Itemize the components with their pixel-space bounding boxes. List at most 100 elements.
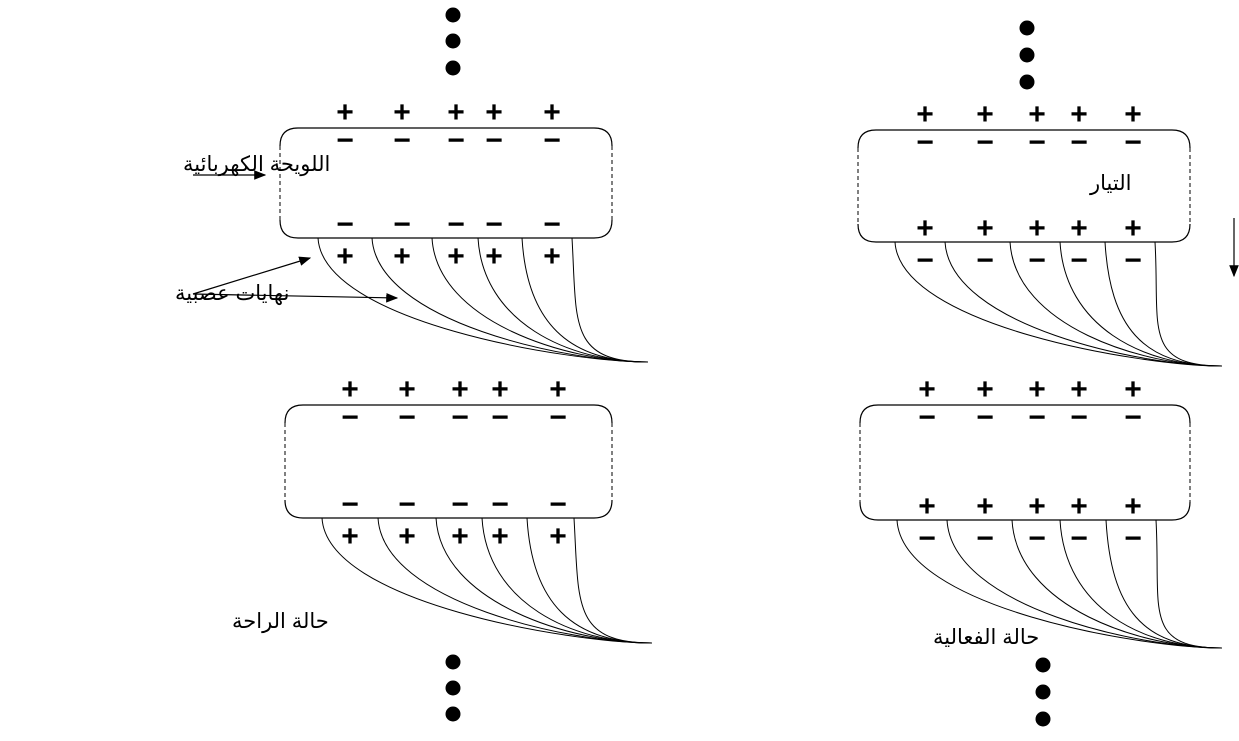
- charge-sign: −: [918, 522, 936, 555]
- charge-sign: −: [451, 488, 469, 521]
- charge-sign: +: [549, 520, 567, 553]
- current-label: التيار: [1089, 172, 1131, 196]
- nerve-ending: [571, 237, 649, 363]
- charge-sign: +: [543, 240, 561, 273]
- charge-sign: +: [491, 520, 509, 553]
- nerve-ending: [317, 237, 649, 363]
- charge-sign: −: [447, 124, 465, 157]
- charge-sign: −: [398, 488, 416, 521]
- charge-sign: −: [341, 488, 359, 521]
- nerve-endings-label: نهايات عصبية: [175, 282, 289, 306]
- charge-sign: +: [447, 96, 465, 129]
- plate-top-edge: [279, 127, 613, 147]
- charge-sign: −: [976, 401, 994, 434]
- charge-sign: −: [447, 208, 465, 241]
- charge-sign: +: [447, 240, 465, 273]
- charge-sign: −: [451, 401, 469, 434]
- charge-sign: −: [976, 126, 994, 159]
- charge-sign: −: [1028, 522, 1046, 555]
- charge-sign: −: [393, 124, 411, 157]
- charge-sign: −: [485, 124, 503, 157]
- charge-sign: −: [393, 208, 411, 241]
- charge-sign: +: [916, 212, 934, 245]
- charge-sign: −: [341, 401, 359, 434]
- nerve-ending: [321, 517, 653, 644]
- charge-sign: +: [916, 98, 934, 131]
- charge-sign: −: [398, 401, 416, 434]
- charge-sign: −: [1028, 401, 1046, 434]
- charge-sign: −: [336, 124, 354, 157]
- charge-sign: −: [918, 401, 936, 434]
- plate-label: اللويحة الكهربائية: [183, 153, 330, 177]
- charge-sign: +: [976, 373, 994, 406]
- charge-sign: +: [918, 490, 936, 523]
- charge-sign: +: [1028, 212, 1046, 245]
- nerve-ending: [894, 241, 1223, 367]
- panel-rest-bottom: +++++−−−−−−−−−−+++++: [284, 373, 653, 644]
- continuation-dot: [1019, 20, 1035, 36]
- continuation-dot: [445, 706, 461, 722]
- charge-sign: −: [916, 126, 934, 159]
- charge-sign: −: [1124, 401, 1142, 434]
- plate-bottom-edge: [859, 501, 1191, 521]
- charge-sign: +: [1028, 373, 1046, 406]
- charge-sign: +: [976, 212, 994, 245]
- charge-sign: +: [398, 520, 416, 553]
- charge-sign: +: [976, 490, 994, 523]
- charge-sign: +: [1028, 98, 1046, 131]
- charge-sign: −: [916, 244, 934, 277]
- nerve-ending: [573, 517, 653, 644]
- charge-sign: +: [1070, 373, 1088, 406]
- charge-sign: +: [1124, 212, 1142, 245]
- continuation-dot: [445, 60, 461, 76]
- nerve-ending: [1155, 519, 1223, 649]
- charge-sign: −: [491, 401, 509, 434]
- panel-rest-top: +++++−−−−−−−−−−+++++: [279, 96, 649, 363]
- charge-sign: +: [549, 373, 567, 406]
- panel-active-bottom: +++++−−−−−+++++−−−−−: [859, 373, 1223, 649]
- charge-sign: −: [543, 208, 561, 241]
- charge-sign: +: [1124, 98, 1142, 131]
- charge-sign: −: [1070, 244, 1088, 277]
- charge-sign: +: [336, 240, 354, 273]
- nerve-arrow-1: [192, 256, 312, 295]
- continuation-dot: [1035, 657, 1051, 673]
- charge-sign: +: [393, 240, 411, 273]
- nerve-ending: [377, 517, 653, 644]
- charge-sign: −: [1070, 401, 1088, 434]
- plate-bottom-edge: [279, 219, 613, 239]
- charge-sign: −: [336, 208, 354, 241]
- nerve-arrow-2: [192, 292, 399, 303]
- charge-sign: −: [976, 244, 994, 277]
- continuation-dot: [445, 7, 461, 23]
- charge-sign: −: [1070, 522, 1088, 555]
- charge-sign: +: [341, 520, 359, 553]
- continuation-dot: [1019, 74, 1035, 90]
- charge-sign: +: [485, 96, 503, 129]
- continuation-dot: [1035, 684, 1051, 700]
- plate-top-edge: [857, 129, 1191, 149]
- charge-sign: −: [485, 208, 503, 241]
- continuation-dot: [1019, 47, 1035, 63]
- charge-sign: −: [1124, 522, 1142, 555]
- charge-sign: +: [918, 373, 936, 406]
- nerve-ending: [1104, 241, 1223, 367]
- charge-sign: +: [491, 373, 509, 406]
- continuation-dot: [445, 33, 461, 49]
- charge-sign: +: [1070, 212, 1088, 245]
- charge-sign: +: [398, 373, 416, 406]
- charge-sign: −: [976, 522, 994, 555]
- charge-sign: +: [451, 373, 469, 406]
- plate-bottom-edge: [857, 223, 1191, 243]
- charge-sign: +: [1070, 98, 1088, 131]
- charge-sign: +: [451, 520, 469, 553]
- charge-sign: +: [485, 240, 503, 273]
- charge-sign: +: [336, 96, 354, 129]
- continuation-dot: [1035, 711, 1051, 727]
- charge-sign: −: [1028, 244, 1046, 277]
- charge-sign: +: [393, 96, 411, 129]
- charge-sign: +: [1070, 490, 1088, 523]
- panel-active-top: +++++−−−−−+++++−−−−−: [857, 98, 1223, 367]
- charge-sign: +: [1028, 490, 1046, 523]
